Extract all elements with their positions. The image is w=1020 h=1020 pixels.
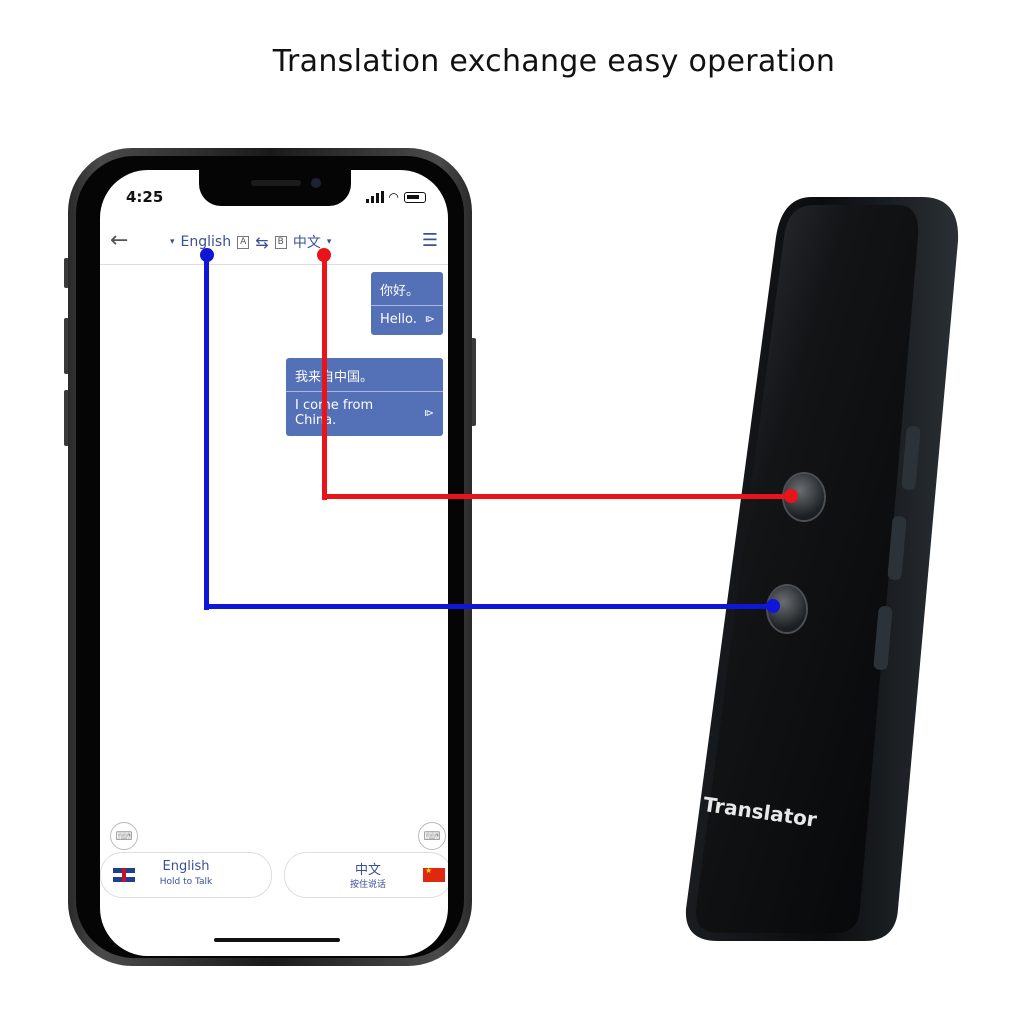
talk-button-english[interactable]: English Hold to Talk — [100, 852, 272, 898]
signal-icon — [365, 191, 384, 203]
speaker-icon[interactable]: ⧐ — [424, 407, 434, 419]
uk-flag-icon — [113, 868, 135, 882]
language-left[interactable]: English — [180, 234, 232, 250]
message-translation: I come from China. — [295, 398, 374, 428]
message-translation: Hello. — [380, 312, 417, 327]
device-face — [695, 205, 919, 933]
caret-down-icon[interactable]: ▾ — [326, 237, 332, 247]
earpiece — [251, 180, 301, 186]
china-flag-icon — [423, 866, 445, 882]
status-time: 4:25 — [126, 188, 164, 206]
speaker-icon[interactable]: ⧐ — [424, 314, 435, 325]
talk-button-title: English — [162, 859, 210, 874]
talk-button-subtitle: Hold to Talk — [159, 877, 213, 887]
front-camera — [311, 178, 321, 188]
caret-down-icon[interactable]: ▾ — [170, 237, 175, 247]
phone-power-button — [471, 338, 476, 426]
language-right[interactable]: 中文 — [292, 235, 321, 251]
box-a: A — [237, 235, 250, 249]
status-icons: ◠ — [365, 190, 426, 204]
talk-button-chinese[interactable]: 中文 按住说话 — [284, 852, 448, 898]
message-bubble: 我来自中国。 I come from China. ⧐ — [286, 358, 443, 436]
back-arrow-icon[interactable]: ← — [110, 228, 129, 253]
translator-device — [685, 197, 959, 941]
message-bubble: 你好。 Hello. ⧐ — [371, 272, 443, 335]
red-dot-device — [784, 489, 798, 503]
blue-connector-vertical — [204, 256, 209, 610]
red-connector-horizontal — [322, 494, 792, 499]
red-connector-vertical — [322, 256, 327, 500]
blue-connector-horizontal — [204, 604, 774, 609]
language-selector: ▾ English A ⇆ B 中文 ▾ — [170, 232, 331, 252]
message-source: 你好。 — [371, 272, 443, 306]
swap-icon[interactable]: ⇆ — [255, 232, 269, 252]
talk-button-title: 中文 — [354, 863, 381, 878]
blue-dot-phone — [200, 248, 214, 262]
phone-mute-switch — [64, 258, 69, 288]
message-source: 我来自中国。 — [286, 358, 443, 392]
wifi-icon: ◠ — [388, 190, 399, 204]
menu-icon[interactable]: ☰ — [421, 230, 438, 251]
battery-icon — [404, 191, 426, 203]
talk-button-subtitle: 按住说话 — [349, 880, 386, 890]
app-bar: ← ▾ English A ⇆ B 中文 ▾ ☰ — [100, 220, 448, 265]
keyboard-icon-right[interactable]: ⌨ — [418, 822, 446, 850]
phone: 4:25 ◠ ← ▾ English A ⇆ B 中文 ▾ — [68, 148, 472, 966]
blue-dot-device — [766, 599, 780, 613]
phone-volume-down — [64, 390, 69, 446]
red-dot-phone — [317, 248, 331, 262]
box-b: B — [274, 235, 287, 249]
phone-volume-up — [64, 318, 69, 374]
home-indicator — [214, 938, 340, 942]
notch — [199, 170, 351, 206]
headline: Translation exchange easy operation — [272, 44, 836, 79]
keyboard-icon-left[interactable]: ⌨ — [110, 822, 138, 850]
phone-screen: 4:25 ◠ ← ▾ English A ⇆ B 中文 ▾ — [100, 170, 448, 956]
